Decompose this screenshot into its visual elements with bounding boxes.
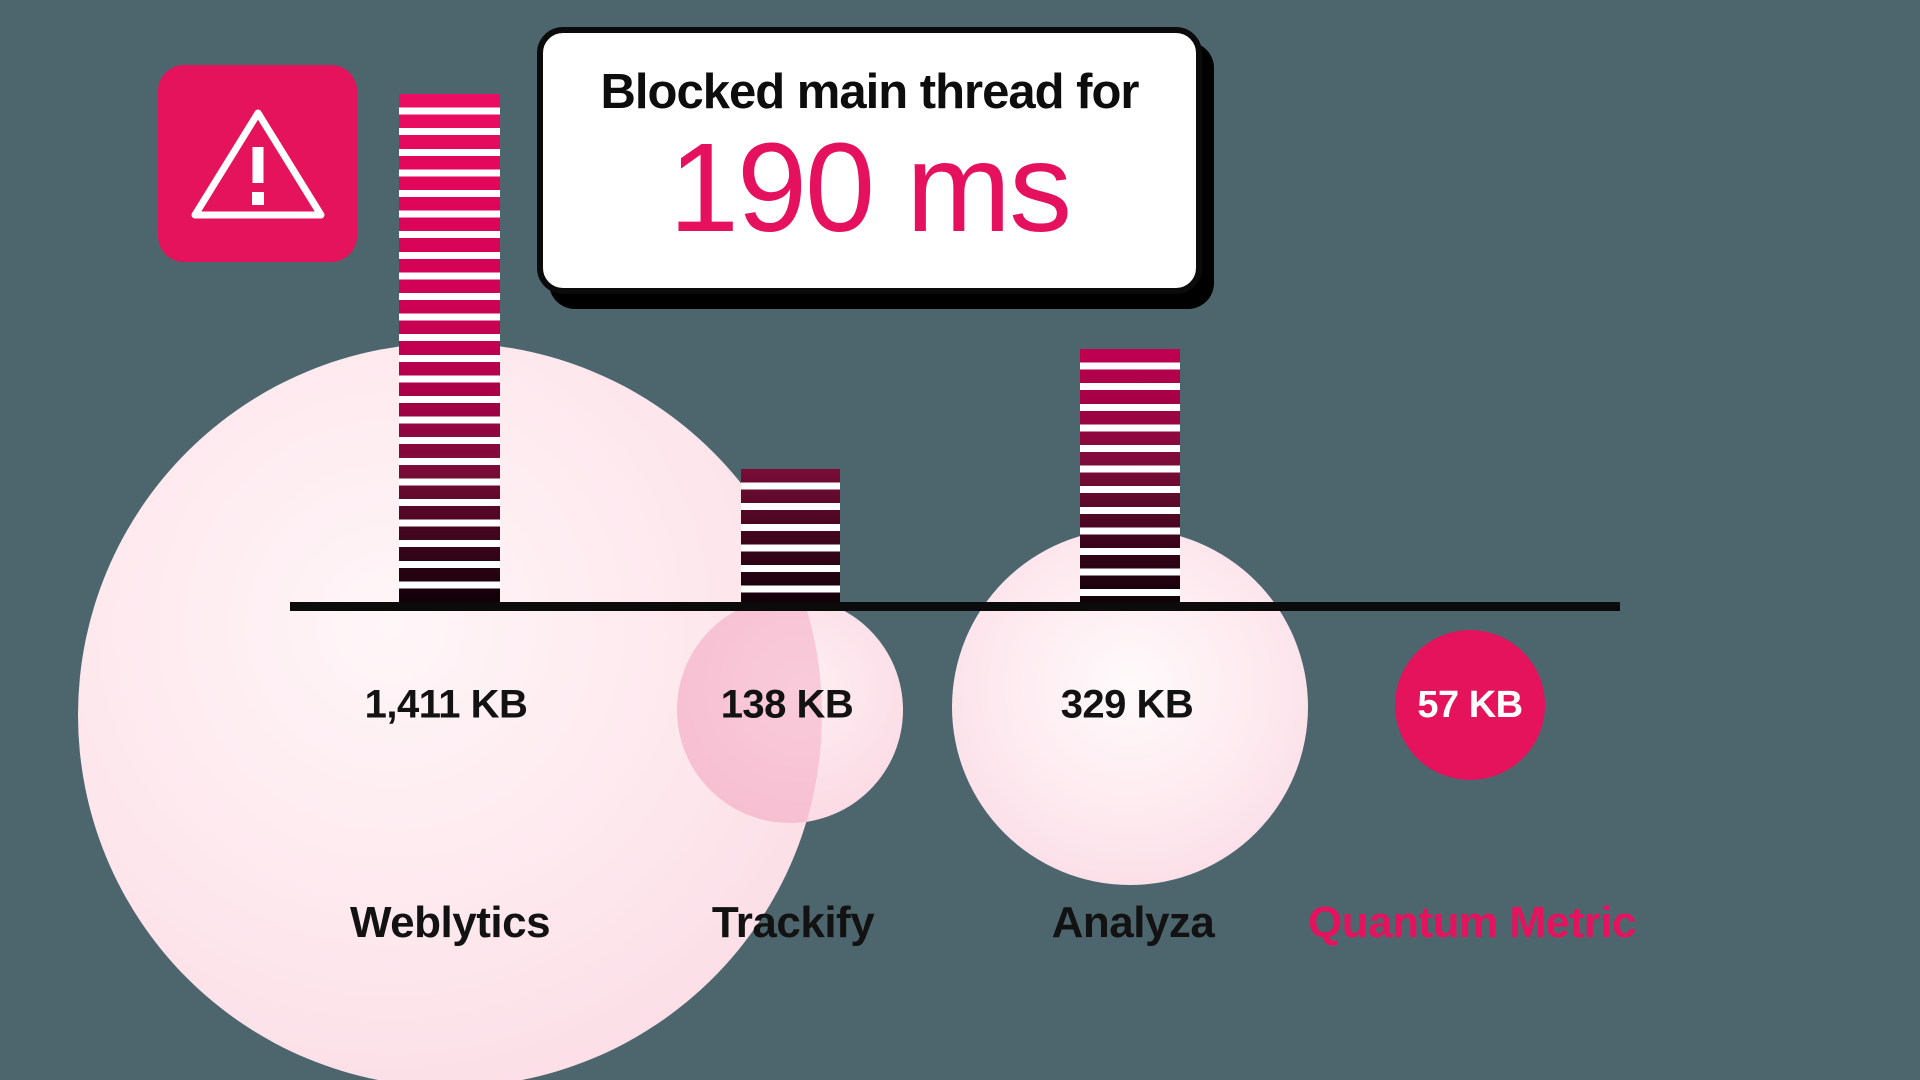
bar-analyza <box>1080 349 1180 604</box>
size-label-trackify: 138 KB <box>720 682 854 727</box>
size-label-analyza: 329 KB <box>1060 682 1194 727</box>
bar-weblytics <box>399 94 500 604</box>
size-label-weblytics: 1,411 KB <box>364 682 528 727</box>
bubble-quantum-metric: 57 KB <box>1395 630 1545 780</box>
size-label-quantum-metric: 57 KB <box>1417 683 1523 726</box>
tool-name-analyza: Analyza <box>1051 898 1215 947</box>
tool-name-quantum-metric: Quantum Metric <box>1308 898 1636 947</box>
baseline-axis <box>290 602 1620 611</box>
tool-name-weblytics: Weblytics <box>349 898 551 947</box>
tool-name-trackify: Trackify <box>711 898 875 947</box>
bubble-trackify <box>677 597 903 823</box>
bubble-overlap-shade <box>677 597 822 823</box>
alert-triangle-icon <box>191 109 324 218</box>
blocked-thread-callout-card: Blocked main thread for 190 ms <box>537 27 1202 294</box>
callout-title: Blocked main thread for <box>600 65 1140 120</box>
bar-trackify <box>741 469 840 604</box>
callout-value: 190 ms <box>668 117 1072 259</box>
warning-badge <box>158 65 357 262</box>
